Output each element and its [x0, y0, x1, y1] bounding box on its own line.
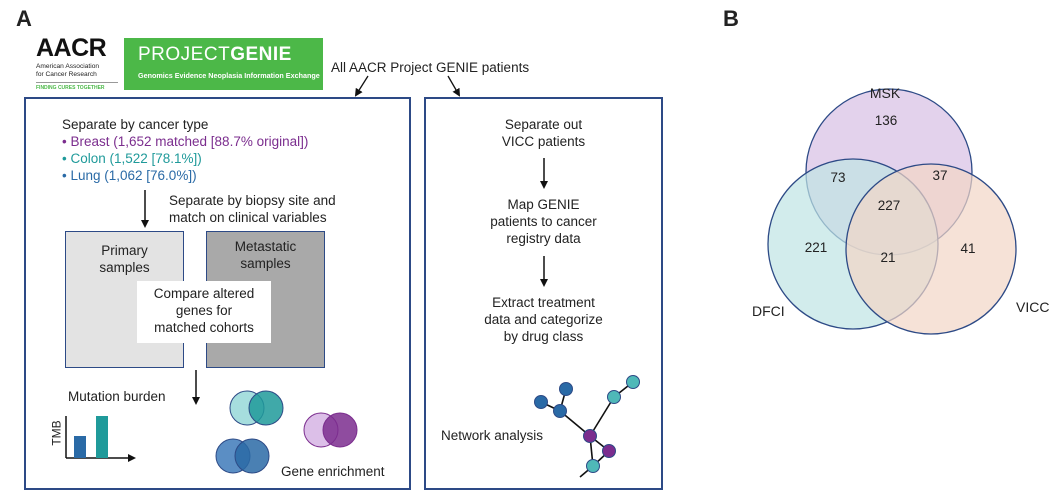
separate-biopsy-line1: Separate by biopsy site and — [169, 193, 336, 208]
enrichment-venn-blue — [215, 438, 270, 474]
step-map-genie-2: patients to cancer — [490, 214, 597, 229]
network-node — [553, 404, 567, 418]
step-separate-vicc-2: VICC patients — [501, 134, 586, 149]
compare-line3: matched cohorts — [154, 320, 254, 335]
venn-diagram — [767, 88, 1017, 335]
tmb-bar-primary — [74, 436, 86, 458]
venn-count-msk-dfci: 73 — [830, 170, 845, 185]
network-node — [583, 429, 597, 443]
step-extract-3: by drug class — [503, 329, 584, 344]
venn-label-dfci: DFCI — [752, 303, 785, 319]
tmb-mini-chart — [65, 416, 136, 462]
gene-enrichment-label: Gene enrichment — [281, 464, 385, 479]
genie-subtitle: Genomics Evidence Neoplasia Information … — [138, 71, 320, 80]
network-analysis-label: Network analysis — [441, 428, 544, 443]
arrow-to-left-box — [354, 75, 369, 97]
mutation-burden-label: Mutation burden — [68, 389, 166, 404]
network-node — [607, 390, 621, 404]
aacr-wordmark: AACR — [36, 34, 107, 62]
aacr-name-line1: American Association — [36, 63, 100, 70]
step-extract-1: Extract treatment — [492, 295, 595, 310]
genie-word-project: PROJECT — [138, 44, 231, 65]
venn-label-msk: MSK — [870, 85, 901, 101]
enrichment-venn-purple — [303, 412, 358, 448]
metastatic-label-1: Metastatic — [234, 239, 297, 254]
step-extract-2: data and categorize — [484, 312, 603, 327]
network-node — [559, 382, 573, 396]
metastatic-label-2: samples — [240, 256, 291, 271]
all-patients-header: All AACR Project GENIE patients — [331, 60, 530, 75]
network-node — [626, 375, 640, 389]
cancer-breast: • Breast (1,652 matched [88.7% original]… — [62, 134, 309, 149]
aacr-logo: AACR American Association for Cancer Res… — [36, 34, 118, 91]
separate-by-cancer-type: Separate by cancer type — [62, 117, 209, 132]
step-map-genie-1: Map GENIE — [507, 197, 580, 212]
panel-a-letter: A — [16, 6, 32, 31]
network-node — [586, 459, 600, 473]
cancer-lung: • Lung (1,062 [76.0%]) — [62, 168, 197, 183]
step-separate-vicc-1: Separate out — [504, 117, 583, 132]
aacr-name-line2: for Cancer Research — [36, 71, 97, 78]
venn-count-msk-vicc: 37 — [932, 168, 947, 183]
venn-count-dfci-only: 221 — [805, 240, 828, 255]
network-node — [534, 395, 548, 409]
venn-count-dfci-vicc: 21 — [880, 250, 895, 265]
step-map-genie-3: registry data — [506, 231, 581, 246]
primary-label-1: Primary — [101, 243, 148, 258]
genie-word-genie: GENIE — [230, 44, 292, 65]
cancer-colon: • Colon (1,522 [78.1%]) — [62, 151, 202, 166]
cohort-comparison-box — [24, 97, 411, 490]
project-genie-logo: PROJECTGENIE Genomics Evidence Neoplasia… — [124, 38, 323, 90]
arrow-to-right-box — [447, 75, 461, 97]
network-nodes — [534, 375, 640, 473]
panel-b-letter: B — [723, 6, 739, 31]
tmb-bar-metastatic — [96, 416, 108, 458]
compare-line1: Compare altered — [153, 286, 255, 301]
venn-count-msk-only: 136 — [875, 113, 898, 128]
primary-label-2: samples — [99, 260, 150, 275]
venn-count-vicc-only: 41 — [960, 241, 975, 256]
venn-count-all: 227 — [878, 198, 901, 213]
treatment-analysis-box — [424, 97, 663, 490]
enrichment-venn-teal — [229, 390, 284, 426]
venn-label-vicc: VICC — [1016, 299, 1049, 315]
network-node — [602, 444, 616, 458]
venn-circle-vicc — [845, 163, 1017, 335]
compare-line2: genes for — [175, 303, 233, 318]
compare-genes-box: Compare altered genes for matched cohort… — [137, 281, 271, 343]
aacr-tagline: FINDING CURES TOGETHER — [36, 85, 105, 91]
separate-biopsy-line2: match on clinical variables — [169, 210, 327, 225]
